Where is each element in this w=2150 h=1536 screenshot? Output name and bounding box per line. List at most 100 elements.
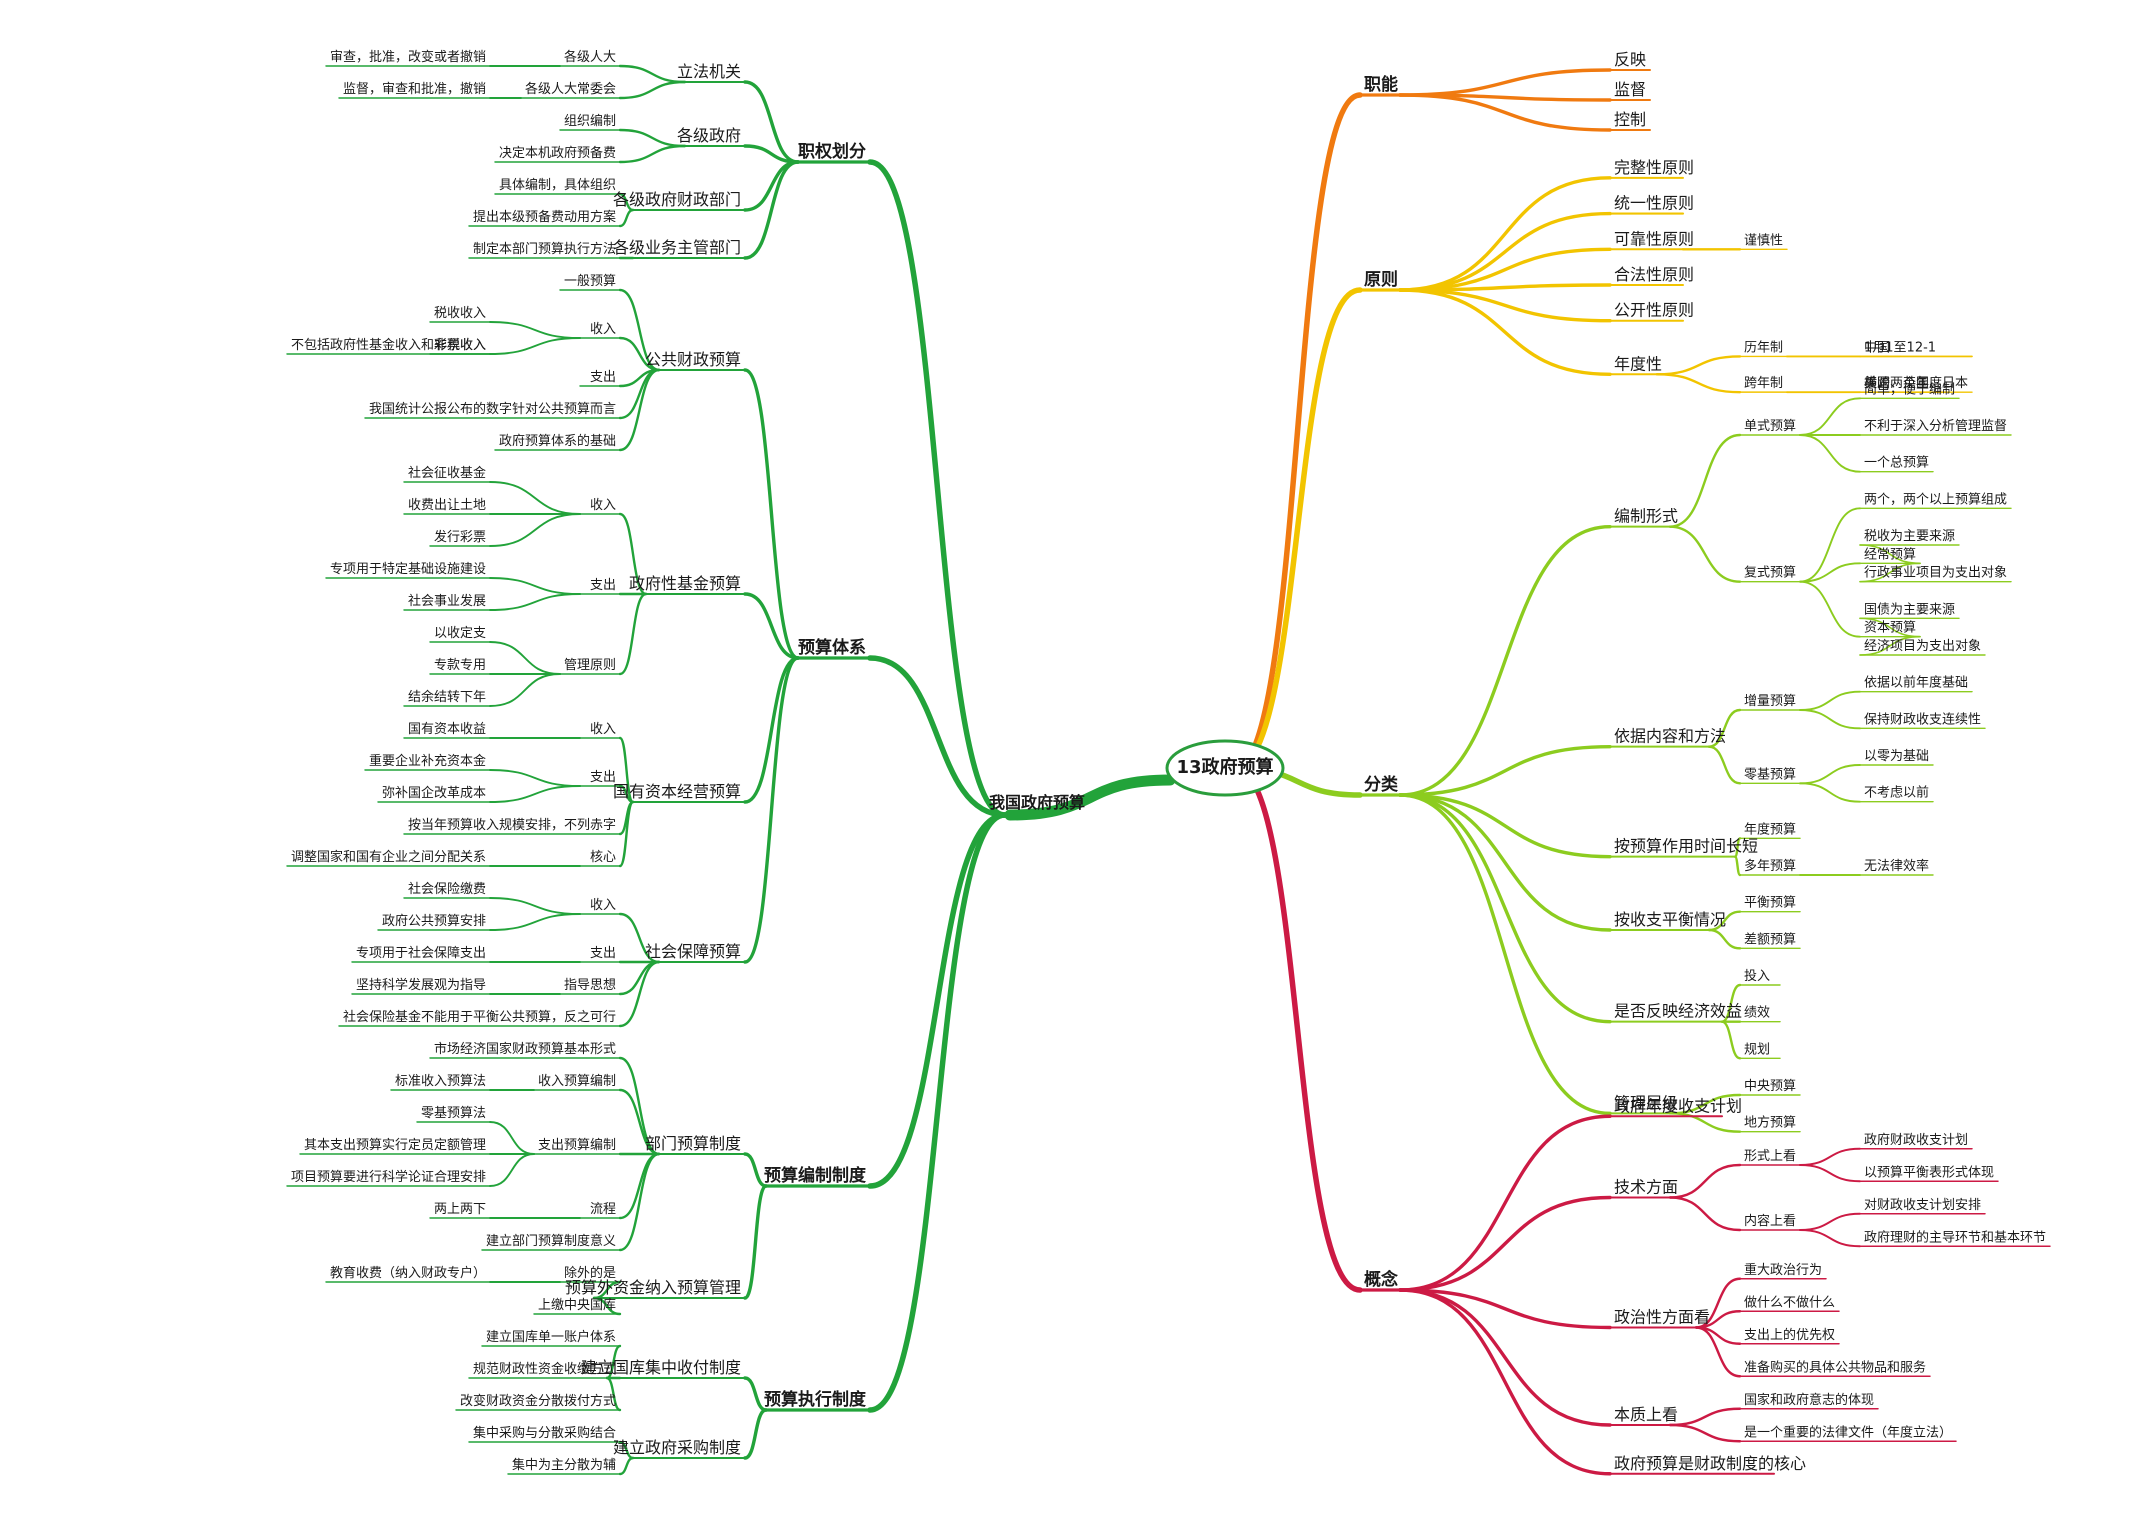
leaf-node[interactable]: 政府年度收支计划 bbox=[1614, 1096, 1742, 1115]
center-topic-node[interactable]: 13政府预算 bbox=[1165, 739, 1285, 797]
leaf-node[interactable]: 中央预算 bbox=[1744, 1079, 1796, 1094]
topic-node[interactable]: 是否反映经济效益 bbox=[1614, 1002, 1742, 1021]
leaf-node[interactable]: 监督，审查和批准，撤销 bbox=[343, 81, 486, 97]
leaf-node[interactable]: 专项用于社会保障支出 bbox=[356, 945, 486, 961]
leaf-node[interactable]: 政府理财的主导环节和基本环节 bbox=[1864, 1229, 2046, 1245]
leaf-node[interactable]: 我国统计公报公布的数字针对公共预算而言 bbox=[369, 401, 616, 417]
leaf-node[interactable]: 绩效 bbox=[1744, 1006, 1770, 1021]
leaf-node[interactable]: 建立部门预算制度意义 bbox=[486, 1233, 616, 1249]
leaf-node[interactable]: 市场经济国家财政预算基本形式 bbox=[434, 1041, 616, 1057]
leaf-node[interactable]: 制定本部门预算执行方法 bbox=[473, 241, 616, 257]
topic-node[interactable]: 预算体系 bbox=[798, 637, 866, 658]
leaf-node[interactable]: 提出本级预备费动用方案 bbox=[473, 209, 616, 225]
leaf-node[interactable]: 不考虑以前 bbox=[1864, 785, 1929, 801]
leaf-node[interactable]: 一般预算 bbox=[564, 273, 616, 289]
leaf-node[interactable]: 社会征收基金 bbox=[408, 465, 486, 481]
topic-node[interactable]: 年度性 bbox=[1614, 354, 1662, 373]
leaf-node[interactable]: 按当年预算收入规模安排，不列赤字 bbox=[408, 818, 616, 833]
topic-node[interactable]: 按收支平衡情况 bbox=[1614, 910, 1726, 929]
leaf-node[interactable]: 合法性原则 bbox=[1614, 265, 1694, 284]
leaf-node[interactable]: 年度预算 bbox=[1744, 821, 1796, 837]
leaf-node[interactable]: 具体编制，具体组织 bbox=[499, 178, 616, 193]
leaf-node[interactable]: 美国、英国、日本 bbox=[1864, 376, 1968, 391]
topic-node[interactable]: 预算执行制度 bbox=[764, 1389, 867, 1410]
topic-node[interactable]: 历年制 bbox=[1744, 340, 1783, 355]
topic-node[interactable]: 支出 bbox=[590, 578, 616, 593]
leaf-node[interactable]: 项目预算要进行科学论证合理安排 bbox=[291, 1169, 486, 1185]
leaf-node[interactable]: 政府预算体系的基础 bbox=[499, 433, 616, 449]
leaf-node[interactable]: 做什么不做什么 bbox=[1744, 1295, 1835, 1310]
topic-node[interactable]: 跨年制 bbox=[1744, 376, 1783, 391]
leaf-node[interactable]: 一个总预算 bbox=[1864, 456, 1929, 471]
main-branch-label[interactable]: 我国政府预算 bbox=[989, 793, 1085, 812]
topic-node[interactable]: 预算外资金纳入预算管理 bbox=[565, 1278, 741, 1297]
topic-node[interactable]: 编制形式 bbox=[1614, 507, 1678, 526]
leaf-node[interactable]: 社会事业发展 bbox=[408, 593, 486, 609]
leaf-node[interactable]: 政府公共预算安排 bbox=[382, 914, 486, 929]
leaf-node[interactable]: 经济项目为支出对象 bbox=[1864, 639, 1981, 654]
topic-node[interactable]: 政治性方面看 bbox=[1614, 1308, 1710, 1327]
leaf-node[interactable]: 标准收入预算法 bbox=[395, 1074, 486, 1089]
leaf-node[interactable]: 零基预算法 bbox=[421, 1106, 486, 1121]
leaf-node[interactable]: 两上两下 bbox=[434, 1202, 486, 1217]
leaf-node[interactable]: 监督 bbox=[1614, 80, 1646, 99]
leaf-node[interactable]: 公开性原则 bbox=[1614, 301, 1694, 320]
topic-node[interactable]: 横跨两个年度 bbox=[1864, 375, 1942, 391]
topic-node[interactable]: 支出 bbox=[590, 770, 616, 785]
topic-node[interactable]: 各级人大 bbox=[564, 49, 616, 65]
topic-node[interactable]: 预算编制制度 bbox=[764, 1165, 867, 1186]
topic-node[interactable]: 国有资本经营预算 bbox=[613, 782, 741, 801]
leaf-node[interactable]: 收费出让土地 bbox=[408, 498, 486, 513]
leaf-node[interactable]: 弥补国企改革成本 bbox=[382, 785, 486, 801]
leaf-node[interactable]: 支出 bbox=[590, 370, 616, 385]
leaf-node[interactable]: 规范财政性资金收缴方式 bbox=[473, 1361, 616, 1377]
leaf-node[interactable]: 行政事业项目为支出对象 bbox=[1864, 566, 2007, 581]
topic-node[interactable]: 公共财政预算 bbox=[645, 350, 741, 369]
leaf-node[interactable]: 以收定支 bbox=[434, 626, 486, 641]
leaf-node[interactable]: 集中为主分散为辅 bbox=[512, 1457, 616, 1473]
leaf-node[interactable]: 重大政治行为 bbox=[1744, 1262, 1822, 1278]
topic-node[interactable]: 复式预算 bbox=[1744, 566, 1796, 581]
leaf-node[interactable]: 简单，便于编制 bbox=[1864, 381, 1955, 397]
topic-node[interactable]: 非税收入 bbox=[434, 338, 486, 353]
topic-node[interactable]: 各级政府 bbox=[677, 126, 741, 145]
topic-node[interactable]: 收入 bbox=[590, 498, 616, 513]
topic-node[interactable]: 技术方面 bbox=[1614, 1178, 1678, 1197]
topic-node[interactable]: 内容上看 bbox=[1744, 1213, 1796, 1229]
leaf-node[interactable]: 控制 bbox=[1614, 110, 1646, 129]
topic-node[interactable]: 管理原则 bbox=[564, 658, 616, 673]
leaf-node[interactable]: 调整国家和国有企业之间分配关系 bbox=[291, 849, 486, 865]
leaf-node[interactable]: 中国 bbox=[1864, 340, 1890, 355]
topic-node[interactable]: 社会保障预算 bbox=[645, 942, 741, 961]
leaf-node[interactable]: 依据以前年度基础 bbox=[1864, 675, 1968, 691]
leaf-node[interactable]: 反映 bbox=[1614, 50, 1646, 69]
leaf-node[interactable]: 两个，两个以上预算组成 bbox=[1864, 492, 2007, 507]
leaf-node[interactable]: 支出上的优先权 bbox=[1744, 1327, 1835, 1343]
leaf-node[interactable]: 上缴中央国库 bbox=[538, 1297, 616, 1313]
leaf-node[interactable]: 结余结转下年 bbox=[408, 689, 486, 705]
leaf-node[interactable]: 重要企业补充资本金 bbox=[369, 753, 486, 769]
leaf-node[interactable]: 审查，批准，改变或者撤销 bbox=[330, 49, 486, 65]
leaf-node[interactable]: 坚持科学发展观为指导 bbox=[356, 977, 486, 993]
topic-node[interactable]: 可靠性原则 bbox=[1614, 229, 1694, 248]
leaf-node[interactable]: 以零为基础 bbox=[1864, 749, 1929, 764]
leaf-node[interactable]: 保持财政收支连续性 bbox=[1864, 711, 1981, 727]
leaf-node[interactable]: 改变财政资金分散拨付方式 bbox=[460, 1393, 616, 1409]
topic-node[interactable]: 零基预算 bbox=[1744, 767, 1796, 782]
leaf-node[interactable]: 组织编制 bbox=[564, 114, 616, 129]
topic-node[interactable]: 各级人大常委会 bbox=[525, 81, 616, 97]
leaf-node[interactable]: 不利于深入分析管理监督 bbox=[1864, 419, 2007, 434]
topic-node[interactable]: 依据内容和方法 bbox=[1614, 727, 1726, 746]
leaf-node[interactable]: 政府预算是财政制度的核心 bbox=[1614, 1454, 1806, 1473]
topic-node[interactable]: 1月1至12-1 bbox=[1864, 340, 1936, 355]
topic-node[interactable]: 收入 bbox=[590, 322, 616, 337]
leaf-node[interactable]: 其本支出预算实行定员定额管理 bbox=[304, 1138, 486, 1153]
leaf-node[interactable]: 无法律效率 bbox=[1864, 858, 1929, 874]
leaf-node[interactable]: 平衡预算 bbox=[1744, 896, 1796, 911]
topic-node[interactable]: 政府性基金预算 bbox=[629, 574, 741, 593]
topic-node[interactable]: 职权划分 bbox=[798, 141, 866, 162]
leaf-node[interactable]: 对财政收支计划安排 bbox=[1864, 1198, 1981, 1213]
leaf-node[interactable]: 不包括政府性基金收入和彩票收入 bbox=[291, 337, 486, 353]
topic-node[interactable]: 收入 bbox=[590, 898, 616, 913]
leaf-node[interactable]: 投入 bbox=[1744, 968, 1770, 984]
